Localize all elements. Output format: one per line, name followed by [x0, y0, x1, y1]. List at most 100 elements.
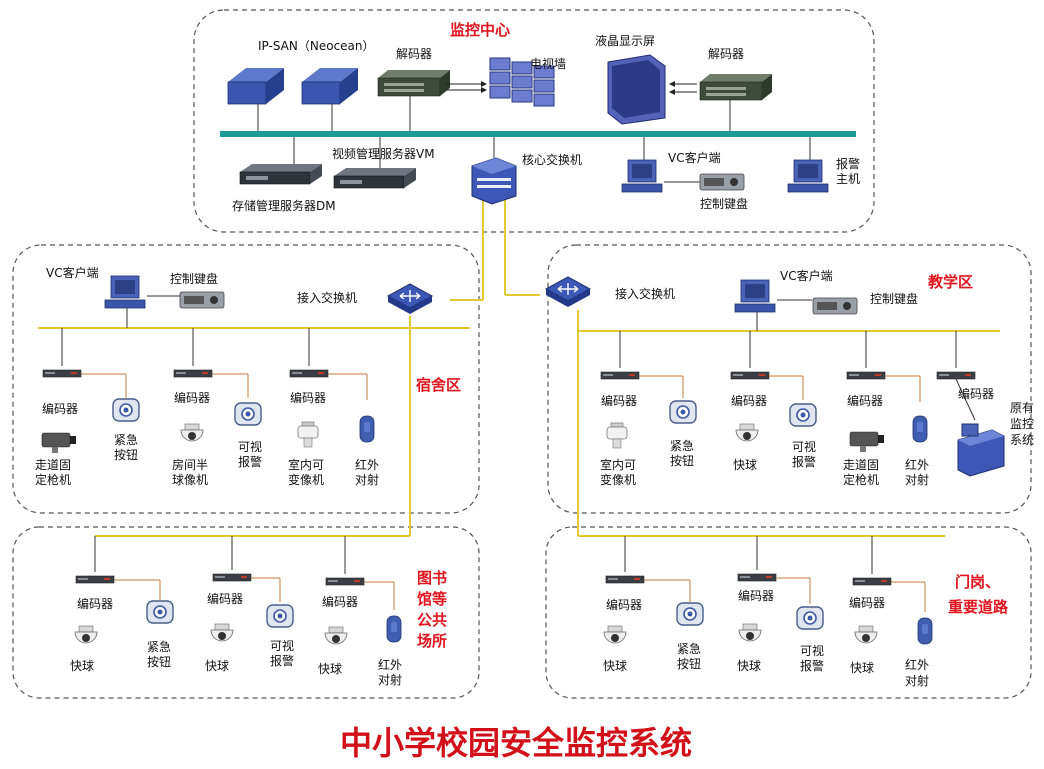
lib-ir-l1: 红外 — [378, 657, 402, 672]
lib-alarm-l2: 报警 — [270, 653, 294, 668]
gate-panic-l1: 紧急 — [677, 641, 701, 656]
gate-dome-1-label: 快球 — [603, 659, 627, 673]
lib-ir-beam — [386, 615, 402, 643]
gate-encoder-2-label: 编码器 — [738, 588, 774, 603]
teach-encoder-3-label: 编码器 — [847, 393, 883, 408]
teach-orig-l3: 系统 — [1010, 433, 1034, 447]
teach-panic-l2: 按钮 — [670, 453, 694, 468]
dorm-encoder-2-label: 编码器 — [174, 390, 210, 405]
gate-dome-camera-2 — [738, 623, 762, 642]
gate-ir-l1: 红外 — [905, 657, 929, 672]
zone-label-library-1: 图书 — [417, 569, 447, 587]
gate-ir-beam — [917, 617, 933, 645]
teach-encoder-4 — [936, 371, 976, 380]
gate-ir-l2: 对射 — [905, 673, 929, 688]
dorm-panic-button — [112, 398, 140, 422]
gate-encoder-1-label: 编码器 — [606, 597, 642, 612]
tv-wall — [489, 57, 555, 107]
dorm-indoor-camera — [297, 421, 319, 448]
teach-alarm-l1: 可视 — [792, 439, 816, 454]
teach-encoder-2-label: 编码器 — [731, 393, 767, 408]
gate-dome-camera-3 — [854, 625, 878, 644]
teach-orig-l2: 监控 — [1010, 417, 1034, 431]
lib-panic-l1: 紧急 — [147, 639, 171, 654]
teach-vc-pc — [734, 279, 776, 313]
dorm-cam2-l1: 房间半 — [172, 457, 208, 472]
lib-visual-alarm — [266, 604, 294, 628]
lib-encoder-1-label: 编码器 — [77, 596, 113, 611]
dorm-cam1-l1: 走道固 — [35, 458, 71, 472]
center-control-keyboard — [699, 173, 745, 191]
center-vc-label: VC客户端 — [668, 150, 721, 165]
dorm-access-switch — [387, 283, 433, 315]
alarm-host-label-2: 主机 — [836, 172, 860, 186]
zone-label-library-3: 公共 — [417, 611, 447, 629]
lib-ir-l2: 对射 — [378, 672, 402, 687]
teach-ir-beam — [912, 415, 928, 443]
lib-encoder-2 — [212, 573, 252, 582]
dorm-encoder-3-label: 编码器 — [290, 390, 326, 405]
gate-visual-alarm — [796, 606, 824, 630]
gate-encoder-2 — [737, 573, 777, 582]
ipsan-storage-2 — [301, 67, 359, 105]
tv-wall-label: 电视墙 — [530, 56, 566, 71]
teach-alarm-l2: 报警 — [792, 454, 816, 469]
dorm-encoder-3 — [289, 369, 329, 378]
teach-cam2-l1: 走道固 — [843, 458, 879, 472]
zone-label-center: 监控中心 — [450, 21, 510, 39]
dorm-panic-l1: 紧急 — [114, 432, 138, 447]
teach-cam2-l2: 定枪机 — [843, 472, 879, 487]
teach-bullet-camera — [849, 431, 885, 453]
decoder-2-label: 解码器 — [708, 47, 744, 61]
vm-server — [239, 163, 323, 185]
dorm-bullet-camera-1 — [41, 432, 77, 454]
teach-cam1-l2: 变像机 — [600, 472, 636, 487]
dorm-keyboard-label: 控制键盘 — [170, 271, 218, 286]
decoder-2 — [699, 73, 773, 101]
teach-ir-l1: 红外 — [905, 457, 929, 472]
zone-label-gate-1: 门岗、 — [955, 573, 1000, 591]
lib-encoder-3 — [325, 577, 365, 586]
dorm-cam1-l2: 定枪机 — [35, 472, 71, 487]
zone-label-gate-2: 重要道路 — [948, 598, 1009, 616]
dorm-encoder-1-label: 编码器 — [42, 401, 78, 416]
lib-dome-1-label: 快球 — [70, 659, 94, 673]
gate-dome-camera-1 — [603, 625, 627, 644]
lib-dome-3-label: 快球 — [318, 662, 342, 676]
dorm-ir-l1: 红外 — [355, 457, 379, 472]
dorm-ir-l2: 对射 — [355, 472, 379, 487]
teach-panic-l1: 紧急 — [670, 438, 694, 453]
teach-encoder-3 — [846, 371, 886, 380]
dorm-encoder-1 — [42, 369, 82, 378]
teach-dome-label: 快球 — [733, 458, 757, 472]
zone-monitoring-center — [193, 9, 875, 233]
dorm-cam3-l2: 变像机 — [288, 472, 324, 487]
dorm-ir-beam — [359, 415, 375, 443]
dorm-vc-pc — [104, 275, 146, 309]
teach-visual-alarm — [789, 403, 817, 427]
center-keyboard-label: 控制键盘 — [700, 196, 748, 211]
decoder-1-label: 解码器 — [396, 47, 432, 61]
existing-monitoring-system — [957, 423, 1005, 477]
dorm-vc-label: VC客户端 — [46, 265, 99, 280]
teach-encoder-1 — [600, 371, 640, 380]
gate-panic-l2: 按钮 — [677, 656, 701, 671]
lib-encoder-3-label: 编码器 — [322, 594, 358, 609]
dorm-alarm-l2: 报警 — [238, 454, 262, 469]
lib-dome-camera-3 — [324, 626, 348, 645]
teach-orig-l1: 原有 — [1010, 401, 1034, 415]
zone-label-library-2: 馆等 — [417, 590, 447, 608]
zone-label-teach: 教学区 — [927, 273, 973, 291]
gate-panic-button — [676, 602, 704, 626]
alarm-host-label-1: 报警 — [836, 156, 860, 171]
alarm-host-pc — [787, 159, 829, 193]
teach-vc-label: VC客户端 — [780, 268, 833, 283]
dm-server-label: 存储管理服务器DM — [232, 198, 336, 213]
dorm-keyboard — [179, 291, 225, 309]
zone-label-library-4: 场所 — [417, 632, 447, 650]
lib-encoder-2-label: 编码器 — [207, 591, 243, 606]
center-backbone-bus — [220, 131, 856, 137]
lcd-display — [607, 54, 666, 125]
dorm-cam3-l1: 室内可 — [288, 457, 324, 472]
dorm-encoder-2 — [173, 369, 213, 378]
